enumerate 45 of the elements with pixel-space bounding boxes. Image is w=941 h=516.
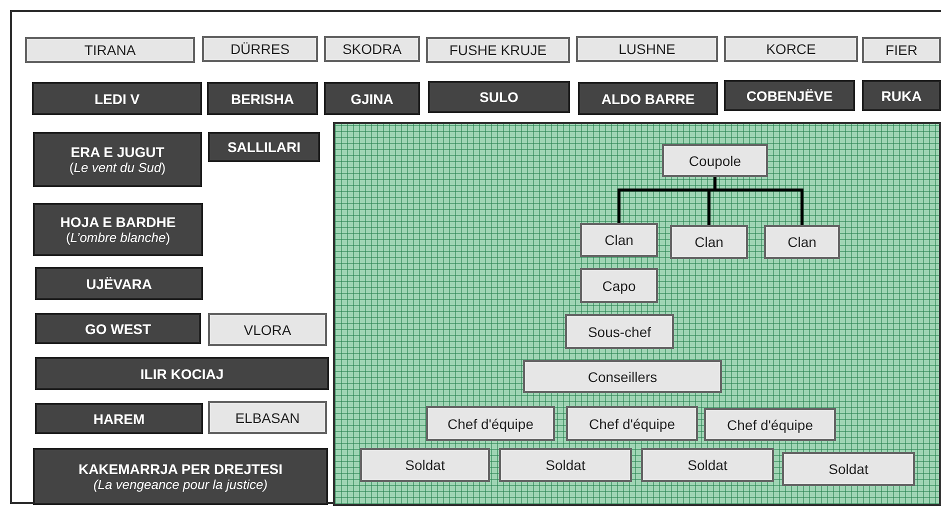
label-box: Chef d'équipe [566, 406, 698, 441]
label-box: VLORA [208, 313, 327, 346]
title-box: RUKA [862, 80, 941, 111]
label-box: Coupole [662, 144, 768, 177]
label-box: Soldat [360, 448, 490, 482]
title-box: UJËVARA [35, 267, 203, 300]
title-box: BERISHA [207, 82, 318, 115]
label-box: Soldat [641, 448, 774, 482]
title-box: ALDO BARRE [578, 82, 718, 115]
label-box: FIER [862, 37, 941, 63]
label-box: LUSHNE [576, 36, 718, 62]
label-box: Clan [670, 225, 748, 259]
title-box [33, 203, 203, 256]
title-box: GO WEST [35, 313, 201, 344]
box-title: HOJA E BARDHE [60, 214, 176, 230]
box-title: KAKEMARRJA PER DREJTESI [78, 460, 283, 476]
title-box: GJINA [324, 82, 420, 115]
label-box: Soldat [782, 452, 915, 486]
box-subtitle: (Le vent du Sud) [69, 160, 166, 176]
label-box: Clan [764, 225, 840, 259]
title-box: ILIR KOCIAJ [35, 357, 329, 390]
label-box: DÜRRES [202, 36, 318, 62]
title-box [33, 448, 328, 505]
label-box: Sous-chef [565, 314, 674, 349]
title-box [33, 132, 202, 187]
title-box: HAREM [35, 403, 203, 434]
label-box: KORCE [724, 36, 858, 62]
title-box: COBENJËVE [724, 80, 855, 111]
title-box: LEDI V [32, 82, 202, 115]
label-box: SKODRA [324, 36, 420, 62]
label-box: Chef d'équipe [426, 406, 555, 441]
title-box: SALLILARI [208, 132, 320, 162]
label-box: ELBASAN [208, 401, 327, 434]
box-title: ERA E JUGUT [70, 144, 164, 160]
label-box: Soldat [499, 448, 632, 482]
label-box: FUSHE KRUJE [426, 37, 570, 63]
box-subtitle: (La vengeance pour la justice) [93, 476, 268, 492]
box-subtitle: (L’ombre blanche) [66, 230, 170, 246]
label-box: Chef d'équipe [704, 408, 836, 441]
label-box: Conseillers [523, 360, 722, 393]
label-box: TIRANA [25, 37, 195, 63]
title-box: SULO [428, 81, 570, 113]
grid-panel [333, 122, 941, 506]
label-box: Capo [580, 268, 658, 303]
label-box: Clan [580, 223, 658, 257]
